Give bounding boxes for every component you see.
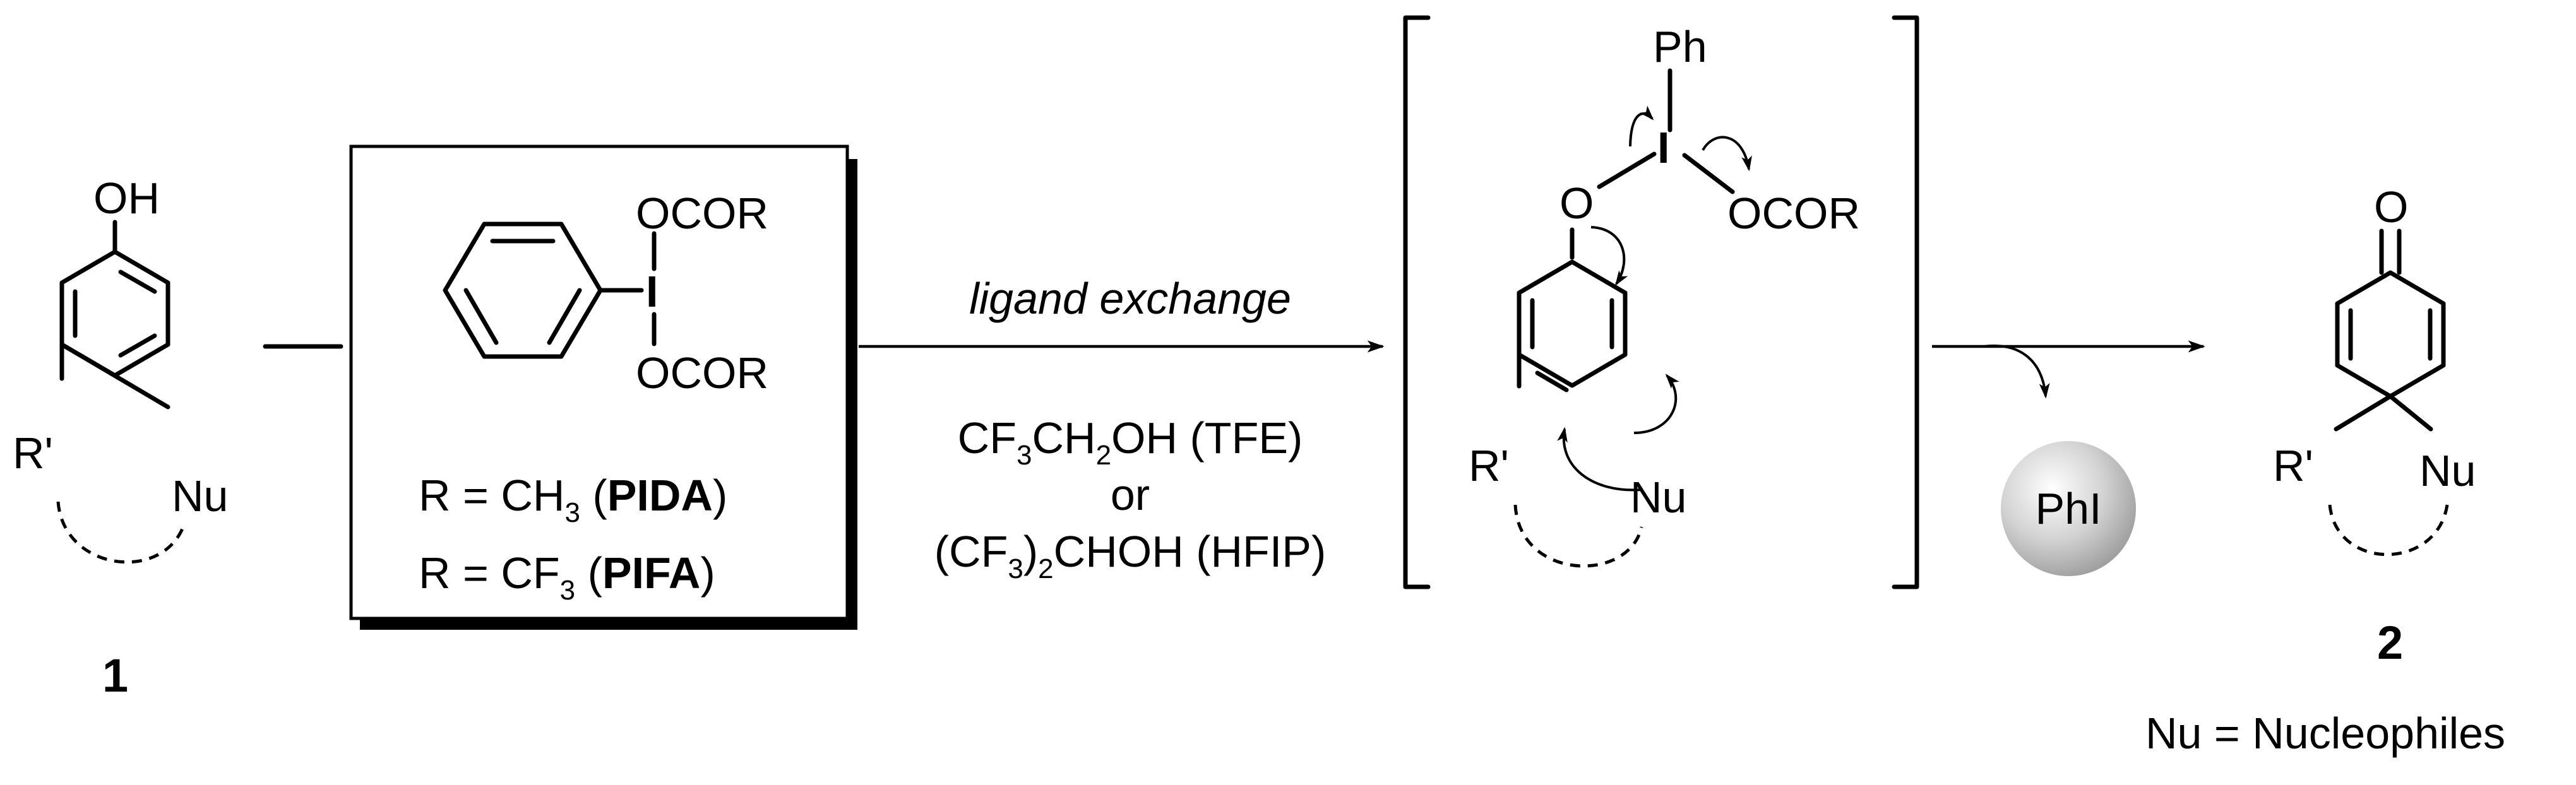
top-ocor-label: OCOR	[636, 189, 768, 238]
compound-2-nu-label: Nu	[2419, 446, 2476, 495]
intermediate-nu-label: Nu	[1630, 473, 1686, 522]
compound-1: OH R' Nu 1	[13, 174, 228, 702]
intermediate-ring	[1517, 259, 1628, 392]
solvent-or: or	[1111, 470, 1150, 519]
intermediate-ph-label: Ph	[1653, 22, 1707, 71]
intermediate: Ph I O OCOR R' Nu	[1403, 15, 1919, 589]
compound-1-oh-label: OH	[93, 174, 160, 223]
i-ocor-bond	[1682, 153, 1735, 194]
arrow-label-ligand-exchange: ligand exchange	[969, 274, 1291, 323]
reagent-box: I OCOR OCOR R = CH3 (PIDA) R = CF3 (PIFA…	[349, 145, 857, 630]
phi-label: PhI	[2035, 484, 2101, 533]
compound-1-number: 1	[102, 649, 128, 702]
compound-2-ring	[2334, 270, 2446, 432]
reagent-iodine-label: I	[646, 267, 658, 316]
curly-arrow-i-to-ocor	[1702, 136, 1752, 172]
right-bracket	[1892, 15, 1919, 589]
compound-2: O R' Nu 2	[2273, 182, 2476, 669]
curly-arrow-phi-release	[1983, 345, 2050, 399]
o-i-bond	[1597, 151, 1657, 189]
ligand-exchange-arrow: ligand exchange CF3CH2OH (TFE) or (CF3)2…	[859, 274, 1385, 584]
left-bracket	[1403, 15, 1431, 589]
solvent-tfe: CF3CH2OH (TFE)	[958, 413, 1303, 471]
intermediate-ocor-label: OCOR	[1727, 189, 1860, 238]
curly-arrow-ring-bond	[1633, 374, 1679, 434]
compound-2-r-prime-label: R'	[2273, 441, 2313, 490]
compound-1-tether	[56, 501, 186, 564]
curly-arrow-o-to-i	[1629, 105, 1654, 147]
curly-arrow-nucleophile	[1557, 427, 1643, 492]
phenyl-ring	[443, 221, 603, 359]
curly-arrow-o-lone-pair	[1590, 226, 1628, 286]
phi-sphere	[2001, 441, 2136, 576]
intermediate-o-label: O	[1559, 179, 1594, 228]
compound-2-o-label: O	[2374, 182, 2408, 232]
compound-2-tether	[2328, 504, 2449, 557]
nucleophile-footnote: Nu = Nucleophiles	[2145, 709, 2505, 758]
pida-definition: R = CH3 (PIDA)	[419, 471, 727, 528]
compound-2-number: 2	[2377, 617, 2403, 669]
pifa-definition: R = CF3 (PIFA)	[419, 548, 715, 606]
compound-1-r-prime-label: R'	[13, 428, 53, 478]
reagent-box-frame	[349, 145, 849, 620]
compound-1-ring	[59, 220, 170, 410]
intermediate-tether	[1513, 504, 1643, 568]
elimination-arrow: PhI	[1932, 340, 2205, 576]
intermediate-r-prime-label: R'	[1469, 441, 1509, 490]
solvent-hfip: (CF3)2CHOH (HFIP)	[934, 527, 1327, 584]
bottom-ocor-label: OCOR	[636, 348, 768, 398]
compound-1-nu-label: Nu	[172, 471, 228, 521]
intermediate-iodine-label: I	[1657, 123, 1669, 172]
